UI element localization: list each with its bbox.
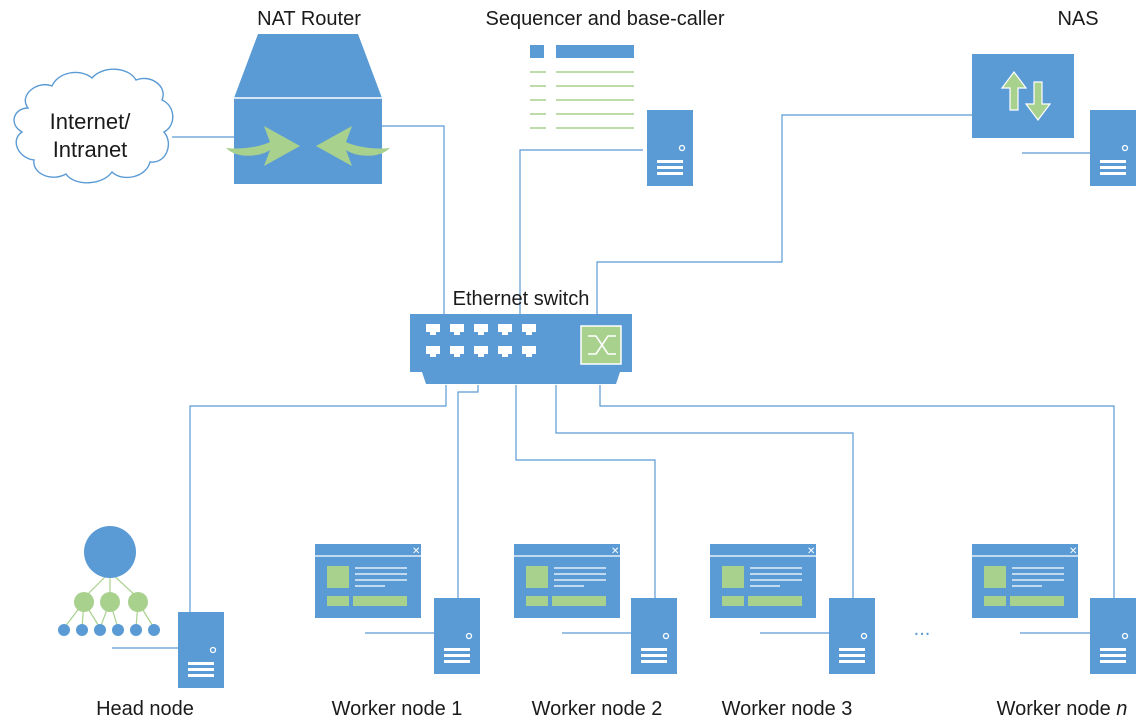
nas-server-icon (1089, 109, 1137, 187)
switch-label: Ethernet switch (452, 288, 590, 310)
worker2-label: Worker node 2 (531, 698, 663, 720)
nas-switch-link (596, 114, 972, 314)
sequencer-label: Sequencer and base-caller (485, 8, 725, 30)
switch-worker2-link (515, 385, 656, 598)
worker2-server-icon (630, 597, 678, 675)
workern-label-prefix: Worker node (996, 698, 1117, 720)
switch-head-link (189, 385, 447, 612)
switch-worker3-link (555, 385, 854, 598)
sequencer-switch-link (519, 149, 643, 314)
worker1-server-icon (433, 597, 481, 675)
workern-label: Worker node n (997, 698, 1128, 721)
worker3-server-icon (828, 597, 876, 675)
cloud-icon (13, 68, 174, 184)
document-icon (530, 45, 634, 129)
ellipsis-label: ... (913, 618, 931, 640)
head-node-label: Head node (96, 698, 194, 720)
router-icon (226, 34, 390, 184)
cloud-label-line1: Internet/ (49, 109, 131, 134)
sequencer-server-icon (646, 109, 694, 187)
nas-label: NAS (1057, 8, 1099, 30)
worker2-window-icon (513, 543, 621, 619)
switch-icon (410, 314, 632, 384)
worker3-window-icon (709, 543, 817, 619)
storage-icon (972, 54, 1074, 138)
hierarchy-icon (58, 526, 160, 636)
worker3-label: Worker node 3 (721, 698, 853, 720)
cloud-label: Internet/ Intranet (50, 108, 131, 164)
workern-server-icon (1089, 597, 1137, 675)
cloud-label-line2: Intranet (52, 137, 128, 162)
worker1-label: Worker node 1 (331, 698, 463, 720)
workern-window-icon (971, 543, 1079, 619)
head-server-icon (177, 611, 225, 689)
nat-router-label: NAT Router (257, 8, 361, 30)
worker1-window-icon (314, 543, 422, 619)
workern-label-n: n (1116, 698, 1128, 720)
switch-worker1-link (457, 385, 479, 598)
connection-lines (112, 114, 1115, 649)
switch-workern-link (599, 385, 1115, 598)
router-switch-link (382, 125, 445, 314)
